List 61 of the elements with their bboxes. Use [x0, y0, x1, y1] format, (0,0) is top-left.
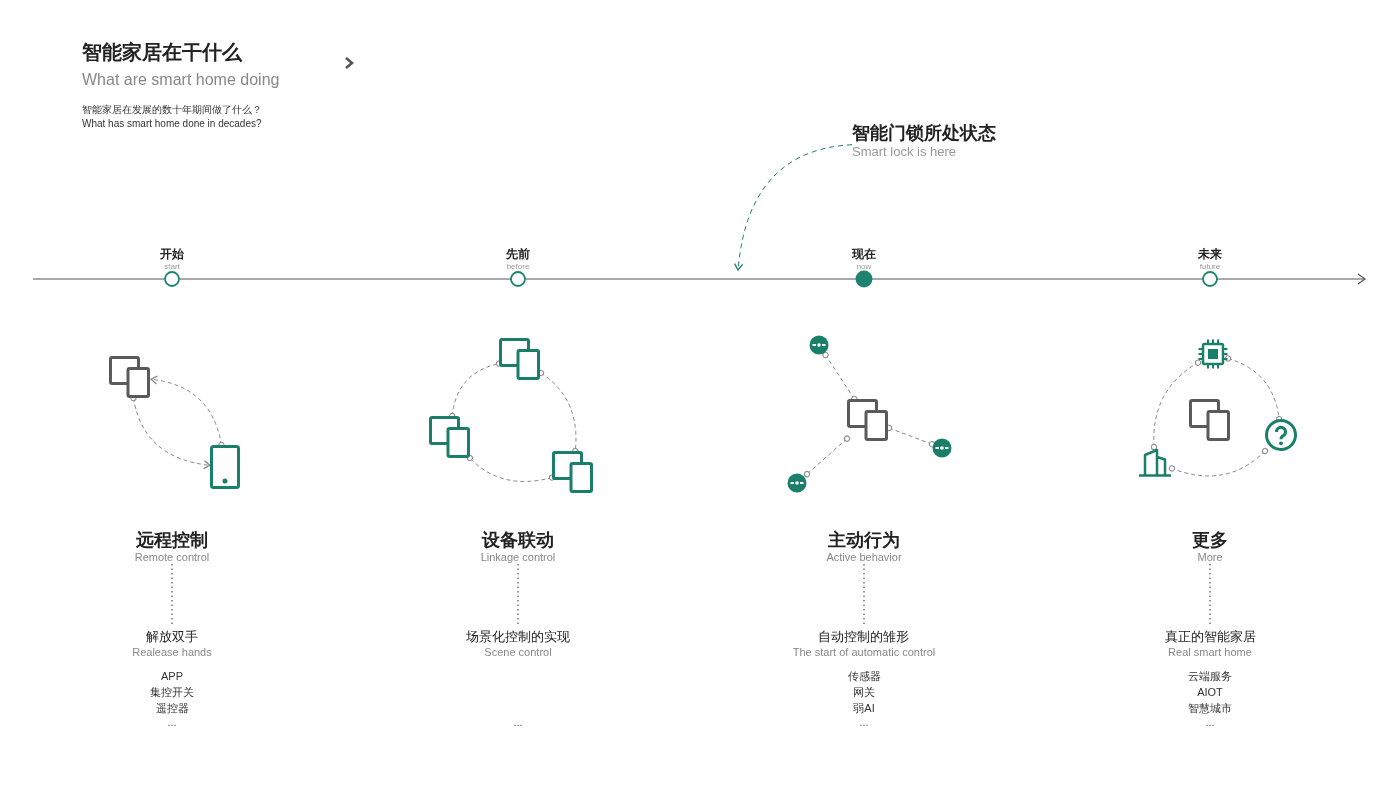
milestone-label: 未来 — [1198, 247, 1222, 262]
stage-subtitle: Remote control — [134, 551, 210, 564]
list-item: AIOT — [1197, 686, 1223, 700]
stage-point: 自动控制的雏形 — [818, 629, 910, 645]
tablet-and-phone-icon — [499, 338, 541, 380]
list-item: 智慧城市 — [1188, 702, 1232, 716]
stage-point: 解放双手 — [146, 629, 198, 645]
milestone-label: 开始 — [160, 247, 184, 262]
list-item: ... — [859, 716, 869, 730]
subtitle: What are smart home doing — [82, 70, 280, 90]
milestone-label: 现在 — [852, 247, 876, 262]
list-item: ... — [167, 716, 177, 730]
list-item: ... — [1205, 716, 1215, 730]
dashed-connector — [803, 435, 851, 478]
stage-title: 远程控制 — [136, 529, 208, 551]
milestone-sublabel: future — [1199, 262, 1221, 271]
page-title: 智能家居在干什么 — [82, 40, 242, 65]
stage-title: 设备联动 — [482, 529, 554, 551]
stage-subtitle: More — [1197, 551, 1223, 564]
chip-icon — [1198, 339, 1228, 369]
list-item: 云端服务 — [1188, 670, 1232, 684]
building-icon — [1138, 447, 1172, 477]
tablet-and-phone-icon — [552, 451, 594, 493]
stage-point: 场景化控制的实现 — [466, 629, 570, 645]
callout-title: 智能门锁所处状态 — [852, 122, 996, 144]
list-item: 集控开关 — [150, 686, 194, 700]
milestone-sublabel: now — [856, 262, 872, 271]
tablet-and-phone-icon — [109, 356, 151, 398]
intro-text: What has smart home done in decades? — [82, 118, 262, 130]
list-item: 遥控器 — [155, 702, 189, 716]
stage-subtitle: Linkage control — [480, 551, 556, 564]
list-item: 传感器 — [847, 670, 881, 684]
list-item: APP — [161, 670, 183, 684]
milestone-sublabel: start — [164, 262, 180, 271]
question-mark-icon — [1265, 419, 1297, 451]
stage-point-translation: Real smart home — [1168, 645, 1252, 659]
stage-point: 真正的智能家居 — [1164, 629, 1256, 645]
tablet-and-phone-icon — [1189, 399, 1231, 441]
tablet-and-phone-icon — [429, 416, 471, 458]
dashed-connector — [1150, 359, 1202, 451]
sensor-icon — [787, 473, 807, 493]
milestone-sublabel: before — [506, 262, 530, 271]
dashed-connector — [1168, 447, 1269, 477]
curved-arrow — [734, 144, 853, 271]
dashed-connector — [466, 454, 556, 482]
milestone-label: 先前 — [506, 247, 530, 262]
phone-icon — [210, 445, 240, 489]
intro-text: 智能家居在发展的数十年期间做了什么？ — [82, 104, 262, 116]
sensor-icon — [932, 438, 952, 458]
callout-subtitle: Smart lock is here — [852, 144, 957, 160]
stage-point-translation: Realease hands — [132, 645, 212, 659]
list-item: ... — [513, 716, 523, 730]
stage-point-translation: Scene control — [484, 645, 552, 659]
stage-point-translation: The start of automatic control — [792, 645, 936, 659]
list-item: 网关 — [853, 686, 875, 700]
stage-subtitle: Active behavior — [826, 551, 902, 564]
list-item: 弱AI — [853, 702, 875, 716]
sensor-icon — [809, 335, 829, 355]
stage-title: 主动行为 — [828, 529, 900, 551]
tablet-and-phone-icon — [847, 399, 889, 441]
stage-title: 更多 — [1192, 529, 1228, 551]
